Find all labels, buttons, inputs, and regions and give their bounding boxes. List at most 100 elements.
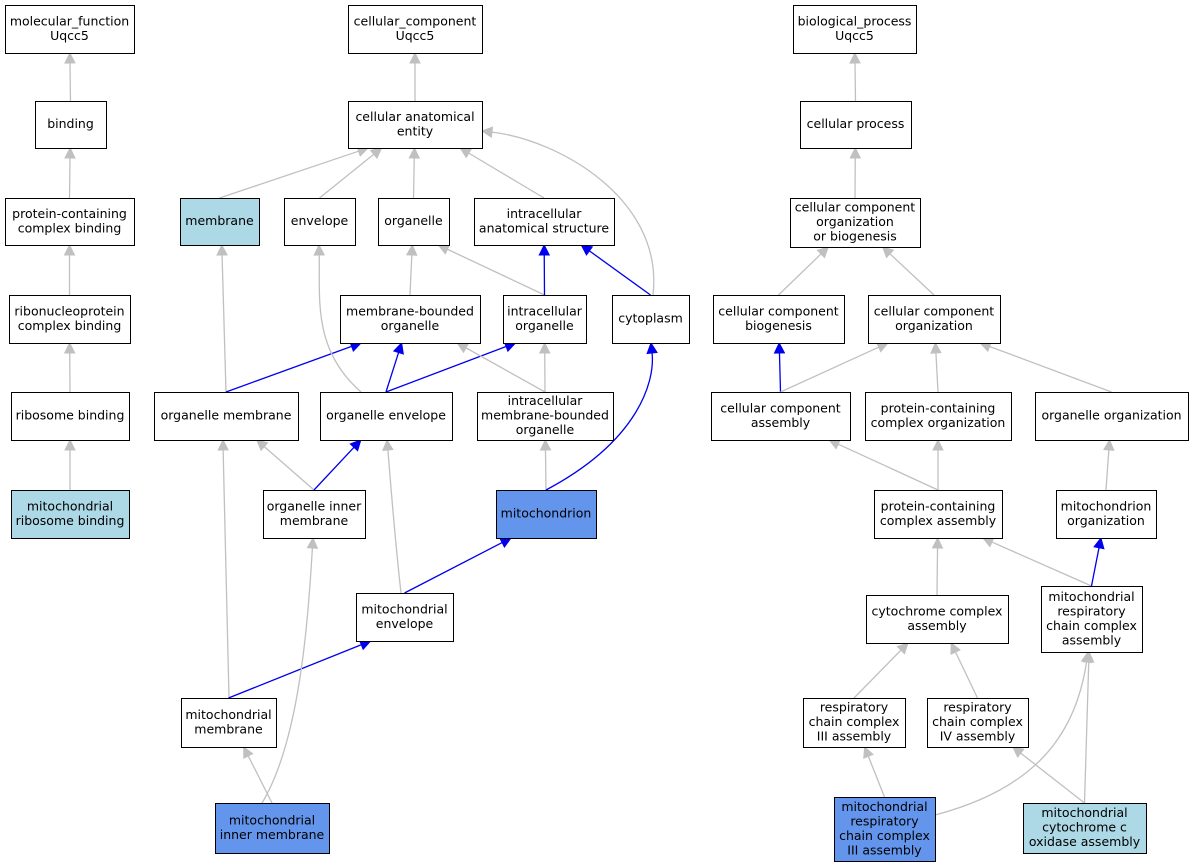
node-box[interactable] [496, 490, 597, 539]
node-label-line: mitochondrial [1041, 805, 1127, 820]
node-box[interactable] [215, 803, 330, 854]
edge-line [589, 250, 651, 296]
node-membrane[interactable]: membrane [180, 198, 260, 246]
arrowhead-icon [409, 51, 421, 64]
node-box[interactable] [5, 198, 135, 246]
edge-oe-to-envelope [313, 243, 362, 393]
node-label-line: cellular_component [354, 13, 477, 28]
node-ribb[interactable]: ribosome binding [11, 392, 130, 441]
node-box[interactable] [790, 198, 921, 248]
node-label-line: mitochondrial [229, 812, 315, 827]
node-cp[interactable]: cellular process [800, 101, 912, 149]
node-box[interactable] [181, 698, 277, 748]
node-mito[interactable]: mitochondrion [496, 490, 597, 539]
edge-line [263, 446, 315, 491]
node-oo[interactable]: organelle organization [1035, 392, 1189, 441]
node-box[interactable] [35, 101, 107, 149]
node-box[interactable] [348, 101, 483, 149]
edge-envelope-to-cae [319, 147, 383, 199]
node-box[interactable] [348, 5, 483, 54]
edge-line [318, 254, 362, 393]
node-label-line: III assembly [817, 729, 892, 744]
node-label-line: membrane [280, 513, 349, 528]
node-label-line: complex binding [18, 318, 122, 333]
node-box[interactable] [1056, 490, 1157, 539]
node-box[interactable] [154, 392, 299, 441]
arrowhead-icon [1082, 650, 1095, 663]
arrowhead-icon [349, 439, 362, 452]
node-box[interactable] [874, 490, 1003, 539]
node-box[interactable] [1041, 586, 1143, 653]
node-box[interactable] [11, 392, 130, 441]
node-box[interactable] [503, 295, 587, 344]
node-om[interactable]: organelle membrane [154, 392, 299, 441]
node-box[interactable] [713, 295, 845, 344]
node-box[interactable] [711, 392, 851, 441]
node-box[interactable] [866, 595, 1009, 644]
node-oe[interactable]: organelle envelope [320, 392, 453, 441]
node-label-line: ribosome binding [16, 513, 125, 528]
node-box[interactable] [865, 392, 1012, 441]
node-box[interactable] [340, 295, 481, 344]
node-cytoplasm[interactable]: cytoplasm [612, 295, 690, 344]
node-organelle[interactable]: organelle [378, 198, 450, 246]
edge-line [934, 661, 1088, 816]
node-label-line: chain complex [932, 714, 1023, 729]
node-box[interactable] [5, 5, 135, 54]
edge-line [935, 352, 939, 393]
edge-line [867, 756, 886, 798]
node-box[interactable] [612, 295, 690, 344]
node-box[interactable] [1035, 392, 1189, 441]
node-box[interactable] [927, 698, 1029, 748]
node-box[interactable] [868, 295, 1001, 344]
edge-binding-to-mf [64, 51, 76, 102]
node-box[interactable] [9, 295, 131, 344]
node-box[interactable] [11, 490, 130, 539]
node-box[interactable] [180, 198, 260, 246]
node-box[interactable] [793, 5, 917, 54]
node-box[interactable] [356, 593, 454, 642]
node-box[interactable] [474, 198, 615, 246]
node-box[interactable] [320, 392, 453, 441]
node-box[interactable] [477, 392, 614, 441]
node-box[interactable] [834, 797, 936, 862]
node-box[interactable] [263, 490, 366, 539]
node-envelope[interactable]: envelope [284, 198, 356, 246]
arrowhead-icon [217, 438, 229, 451]
node-box[interactable] [378, 198, 450, 246]
node-box[interactable] [284, 198, 356, 246]
node-box[interactable] [803, 698, 906, 748]
node-box[interactable] [800, 101, 912, 149]
node-box[interactable] [1023, 803, 1147, 854]
node-binding[interactable]: binding [35, 101, 107, 149]
